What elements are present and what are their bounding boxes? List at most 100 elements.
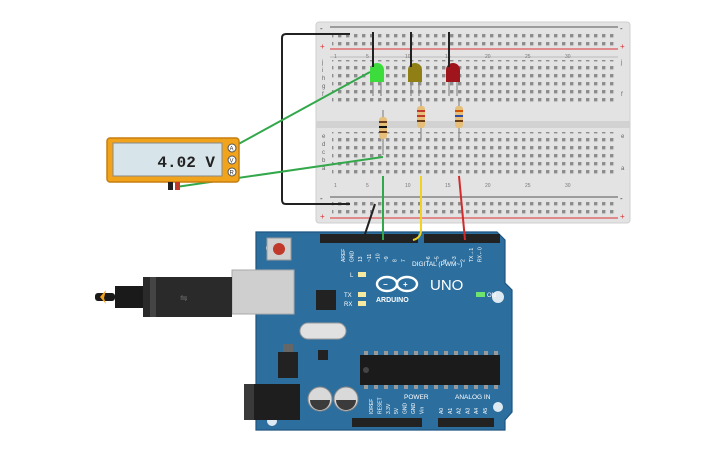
- breadboard[interactable]: - + - + - + - + j i h g f e d: [315, 21, 631, 224]
- atmega-chip: [360, 355, 500, 385]
- rail-minus-label: -: [620, 24, 623, 33]
- wire-black-gnd[interactable]: [362, 203, 376, 241]
- bottom-power-rail[interactable]: - + - +: [320, 194, 625, 221]
- led-green[interactable]: [369, 63, 385, 96]
- top-power-rail[interactable]: - + - +: [320, 24, 625, 51]
- lower-terminal-strip[interactable]: [332, 132, 616, 176]
- usb-symbol-icon: ⇋: [180, 293, 188, 303]
- arduino-uno-board[interactable]: L TX RX ON − + ARDUINO UNO DIGITAL (PWM~…: [231, 231, 513, 431]
- column-number: 20: [485, 183, 491, 189]
- arduino-brand-text: ARDUINO: [376, 297, 409, 304]
- digital-pin-label: TX→1: [469, 248, 475, 262]
- row-letter: b: [322, 158, 326, 164]
- row-letter: j: [620, 60, 622, 66]
- digital-pin-label: ~6: [426, 256, 432, 262]
- row-letter: e: [621, 134, 625, 140]
- on-led-icon: [476, 292, 485, 297]
- column-numbers: 1 5 10 15 20 25 30 1 5 10 15 20 25 30: [334, 54, 571, 189]
- wire-red[interactable]: [458, 175, 466, 241]
- power-pin-label: 3.3V: [386, 403, 392, 414]
- usb-cable[interactable]: ⇋: [95, 277, 232, 317]
- led-yellow[interactable]: [408, 63, 422, 96]
- terminal-a[interactable]: [227, 143, 237, 153]
- on-led-label: ON: [487, 293, 496, 299]
- digital-pin-label: AREF: [341, 249, 347, 262]
- led-rx-label: RX: [344, 302, 352, 308]
- wire-yellow[interactable]: [412, 176, 422, 241]
- led-l-icon: [358, 272, 366, 277]
- rail-plus-label: +: [620, 212, 625, 221]
- resistor-1[interactable]: [379, 110, 387, 155]
- row-letter: d: [322, 142, 325, 148]
- digital-header[interactable]: DIGITAL (PWM~): [320, 234, 500, 268]
- power-analog-header[interactable]: POWER ANALOG IN: [352, 394, 494, 427]
- power-pin-label: 5V: [394, 407, 400, 414]
- analog-pin-label: A3: [465, 408, 471, 414]
- terminal-r-label: R: [230, 171, 235, 177]
- digital-pin-label: ~10: [375, 253, 381, 262]
- terminal-v-label: V: [230, 159, 234, 165]
- row-letter: e: [322, 134, 326, 140]
- column-number: 25: [525, 54, 531, 60]
- digital-pin-label: ~3: [452, 256, 458, 262]
- power-pin-label: RESET: [377, 397, 383, 414]
- usb-port[interactable]: [231, 269, 295, 315]
- led-l-label: L: [350, 273, 354, 279]
- svg-text:−: −: [383, 280, 388, 289]
- row-letter: i: [322, 68, 323, 74]
- column-number: 5: [366, 54, 369, 60]
- digital-header-label: DIGITAL (PWM~): [412, 261, 462, 268]
- power-pin-label: IOREF: [369, 399, 375, 414]
- column-number: 10: [405, 54, 411, 60]
- rail-minus-label: -: [620, 194, 623, 203]
- column-number: 15: [445, 54, 451, 60]
- terminal-v[interactable]: [227, 155, 237, 165]
- terminal-a-label: A: [230, 147, 234, 153]
- digital-pin-label: GND: [350, 251, 356, 263]
- rail-minus-label: -: [320, 194, 323, 203]
- row-letter: c: [322, 150, 325, 156]
- column-number: 30: [565, 183, 571, 189]
- power-header-label: POWER: [404, 394, 429, 401]
- column-number: 5: [366, 183, 369, 189]
- power-pin-label: GND: [403, 403, 409, 415]
- mounting-hole: [493, 402, 503, 412]
- column-number: 20: [485, 54, 491, 60]
- row-letters: j i h g f e d c b a j f e a: [321, 60, 625, 172]
- column-number: 1: [334, 54, 337, 60]
- column-number: 30: [565, 54, 571, 60]
- led-tx-label: TX: [344, 293, 352, 299]
- analog-pin-label: A1: [448, 408, 454, 414]
- digital-pin-label: 8: [393, 259, 399, 262]
- digital-pin-label: ~9: [384, 256, 390, 262]
- rail-plus-label: +: [620, 42, 625, 51]
- terminal-r[interactable]: [227, 167, 237, 177]
- digital-pin-label: ~11: [367, 254, 373, 262]
- row-letter: h: [322, 76, 325, 82]
- led-red[interactable]: [446, 63, 460, 96]
- crystal-oscillator: [299, 322, 347, 340]
- reset-button-cap[interactable]: [273, 243, 285, 255]
- probe-black[interactable]: [168, 182, 173, 190]
- row-letter: f: [322, 92, 324, 98]
- multimeter[interactable]: 4.02 V A V R: [106, 137, 240, 190]
- column-number: 15: [445, 183, 451, 189]
- multimeter-display: 4.02 V: [157, 154, 215, 172]
- analog-pin-label: A0: [439, 408, 445, 414]
- digital-pin-label: 2: [460, 259, 466, 262]
- row-letter: a: [322, 166, 326, 172]
- analog-pin-label: A4: [474, 408, 480, 414]
- resistor-2[interactable]: [417, 100, 425, 140]
- digital-pin-label: 4: [443, 259, 449, 262]
- wire-black-rail[interactable]: [281, 33, 350, 205]
- digital-pin-label: ~5: [435, 256, 441, 262]
- resistor-3[interactable]: [455, 100, 463, 140]
- wire-meter-probe[interactable]: [232, 71, 371, 148]
- rail-minus-label: -: [320, 24, 323, 33]
- row-letter: f: [621, 92, 623, 98]
- analog-pin-label: A2: [457, 408, 463, 414]
- probe-red[interactable]: [175, 182, 180, 190]
